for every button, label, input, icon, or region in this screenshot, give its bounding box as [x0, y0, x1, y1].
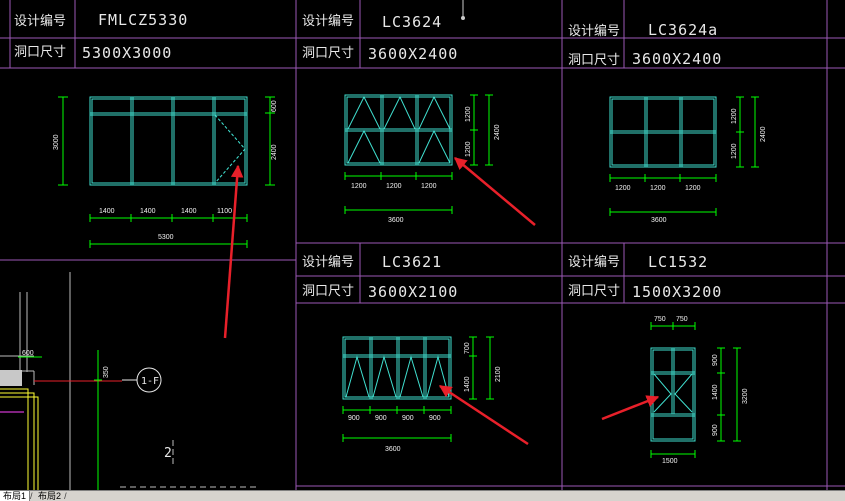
window-size-4: 3600X2100	[368, 283, 458, 301]
dim-text: 1200	[421, 183, 437, 190]
tab-separator: /	[64, 491, 67, 501]
red-arrow	[223, 164, 244, 339]
dim-text: 1400	[181, 208, 197, 215]
layout-tab-bar: 布局1/ 布局2/	[0, 490, 845, 501]
window-code-2: LC3624	[382, 13, 442, 31]
label-design-no-1: 设计编号	[14, 14, 66, 29]
dim-text: 700	[464, 342, 471, 354]
window-code-1: FMLCZ5330	[98, 11, 188, 29]
window-size-3: 3600X2400	[632, 50, 722, 68]
label-design-no-2: 设计编号	[302, 14, 354, 29]
dim-text: 900	[712, 354, 719, 366]
label-opening-size-2: 洞口尺寸	[302, 46, 354, 61]
label-opening-size-3: 洞口尺寸	[568, 53, 620, 68]
dim-text-overall-height: 2400	[494, 124, 501, 140]
dim-text: 750	[654, 316, 666, 323]
dim-text: 1200	[465, 106, 472, 122]
tab-layout-2[interactable]: 布局2	[38, 491, 62, 501]
plan-yellow-wall	[0, 388, 39, 490]
dim-text: 1200	[731, 143, 738, 159]
dim-text: 750	[676, 316, 688, 323]
plan-number: 2	[164, 446, 172, 461]
window-size-1: 5300X3000	[82, 44, 172, 62]
axis-label: 1-F	[141, 376, 159, 387]
dim-text: 1100	[217, 208, 232, 215]
window-frame	[344, 94, 453, 166]
dim-text-overall: 1500	[662, 458, 678, 465]
dim-text-overall: 5300	[158, 234, 174, 241]
dim-text-overall: 3600	[385, 446, 401, 453]
window-code-5: LC1532	[648, 253, 708, 271]
window-elevation-lc3621[interactable]: 900 900 900 900 3600 700 1400 2100	[342, 336, 502, 453]
window-elevation-lc1532[interactable]: 750 750 1500 900 1400 900 3200	[650, 316, 749, 465]
dim-text: 900	[402, 415, 414, 422]
tab-layout-1[interactable]: 布局1	[0, 491, 31, 501]
window-frame	[609, 96, 717, 168]
dimension-lines	[650, 322, 741, 458]
dim-text-overall: 3600	[388, 217, 404, 224]
red-arrow	[438, 384, 529, 446]
dim-text-left: 3000	[53, 134, 60, 150]
dim-text: 900	[348, 415, 360, 422]
dim-text: 1200	[731, 108, 738, 124]
window-code-3: LC3624a	[648, 21, 718, 39]
floor-plan-fragment[interactable]: 600 350 1-F 2	[0, 272, 260, 490]
schedule-headers: 设计编号 洞口尺寸 FMLCZ5330 5300X3000 设计编号 洞口尺寸 …	[14, 11, 722, 301]
dimension-lines	[344, 94, 493, 214]
red-arrow	[601, 395, 660, 421]
dim-text: 1200	[386, 183, 402, 190]
window-size-2: 3600X2400	[368, 45, 458, 63]
dim-text: 1200	[465, 141, 472, 157]
dimension-lines	[342, 336, 494, 442]
label-design-no-5: 设计编号	[568, 255, 620, 270]
plan-dimensions	[18, 350, 102, 490]
label-opening-size-4: 洞口尺寸	[302, 284, 354, 299]
dim-text: 900	[712, 424, 719, 436]
dimension-lines	[609, 96, 759, 216]
window-elevation-lc3624[interactable]: 1200 1200 1200 3600 1200 1200 2400	[344, 94, 501, 224]
dim-text: 900	[375, 415, 387, 422]
dim-text: 1400	[712, 384, 719, 400]
red-arrow	[454, 157, 536, 226]
window-frame	[89, 96, 248, 186]
dim-text: 1200	[685, 185, 701, 192]
dim-text-overall-height: 3200	[742, 388, 749, 404]
plan-dim-text: 350	[103, 366, 110, 378]
top-marker	[461, 0, 465, 20]
dimension-lines	[58, 96, 275, 248]
label-design-no-4: 设计编号	[302, 255, 354, 270]
dim-text: 1400	[464, 376, 471, 392]
dim-text: 1200	[615, 185, 631, 192]
annotation-arrows	[223, 157, 660, 446]
label-opening-size-1: 洞口尺寸	[14, 45, 66, 60]
tab-separator: /	[30, 491, 33, 501]
label-design-no-3: 设计编号	[568, 24, 620, 39]
dim-text: 1200	[650, 185, 666, 192]
dim-text: 1400	[140, 208, 156, 215]
dim-text-overall: 3600	[651, 217, 667, 224]
cad-drawing-canvas[interactable]: 设计编号 洞口尺寸 FMLCZ5330 5300X3000 设计编号 洞口尺寸 …	[0, 0, 845, 490]
dim-text-overall-height: 2400	[760, 126, 767, 142]
plan-column	[0, 370, 22, 386]
dim-text-overall-height: 2100	[495, 366, 502, 382]
window-code-4: LC3621	[382, 253, 442, 271]
dim-text: 1400	[99, 208, 115, 215]
window-frame	[650, 347, 696, 442]
table-grid	[0, 0, 845, 490]
window-elevation-fmlcz5330[interactable]: 1400 1400 1400 1100 5300 3000 600 2400	[53, 96, 278, 248]
window-frame	[342, 336, 452, 400]
window-size-5: 1500X3200	[632, 283, 722, 301]
window-elevation-lc3624a[interactable]: 1200 1200 1200 3600 1200 1200 2400	[609, 96, 767, 224]
dim-text-right-bottom: 2400	[271, 144, 278, 160]
label-opening-size-5: 洞口尺寸	[568, 284, 620, 299]
dim-text: 900	[429, 415, 441, 422]
dim-text: 1200	[351, 183, 367, 190]
plan-dim-text: 600	[22, 350, 34, 357]
dim-text-right-top: 600	[271, 100, 278, 112]
